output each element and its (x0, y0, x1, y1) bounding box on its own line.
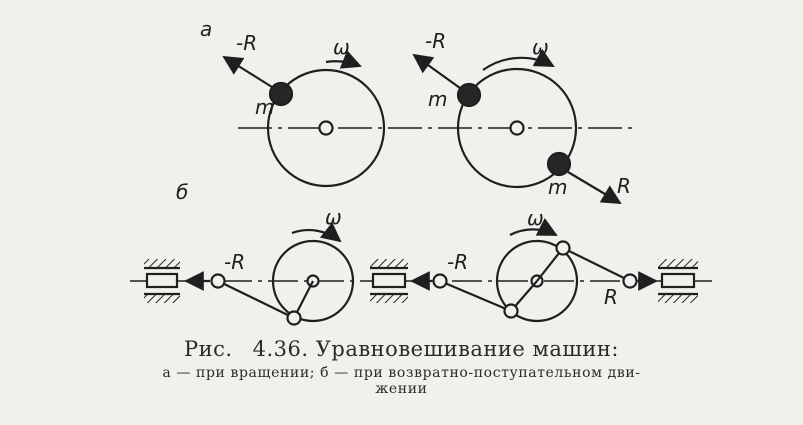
crank-pin-lower-b (503, 303, 519, 319)
slider-pin-middle-b (432, 273, 448, 289)
disk-right-hub (509, 120, 525, 136)
connecting-rod-left-b (217, 280, 295, 319)
rotation-arrow-left-a (325, 50, 362, 69)
crank-circle-left-b (271, 239, 355, 323)
caption-fig-prefix: Рис. (184, 337, 233, 361)
guide-left-b (144, 259, 180, 303)
rotation-arrow-left-b (291, 222, 342, 243)
label-r-right-b: R (604, 285, 618, 309)
label-minus-r-left-b: -R (224, 250, 246, 274)
label-m-left-a: m (255, 95, 275, 119)
force-minus-r-left-a (222, 55, 273, 88)
label-omega-left-b: ω (325, 205, 342, 229)
caption-subtitle: а — при вращении; б — при возвратно-пост… (0, 365, 803, 397)
label-part-a: a (200, 17, 213, 41)
label-minus-r-right-a: -R (425, 29, 447, 53)
crank-pin-left-b (286, 310, 302, 326)
label-omega-right-a: ω (532, 35, 549, 59)
slider-pin-left-b (210, 273, 226, 289)
rotation-arrow-right-b (509, 218, 558, 236)
connecting-rod-upper-b (562, 247, 631, 282)
label-minus-r-middle-b: -R (447, 250, 469, 274)
figure-caption: Рис. 4.36. Уравновешивание машин: а — при… (0, 337, 803, 397)
rotation-arrow-right-a (482, 48, 555, 71)
label-omega-right-b: ω (527, 206, 544, 230)
label-minus-r-left-a: -R (236, 31, 258, 55)
connecting-rod-lower-b (439, 279, 512, 313)
force-minus-r-right-a (412, 53, 461, 89)
disk-left-hub (318, 120, 334, 136)
force-r-right-a (567, 171, 622, 205)
caption-title-line: Рис. 4.36. Уравновешивание машин: (0, 337, 803, 361)
disk-left-a (266, 68, 386, 188)
label-m-bottom-right-a: m (548, 175, 568, 199)
label-r-right-a: R (617, 174, 631, 198)
caption-line-2: жении (375, 381, 428, 397)
guide-middle-b (370, 259, 408, 303)
caption-line-1: а — при вращении; б — при возвратно-пост… (162, 365, 641, 381)
guide-right-b (658, 259, 698, 303)
caption-title: Уравновешивание машин: (315, 337, 619, 361)
label-part-b: б (176, 180, 189, 204)
caption-fig-number: 4.36. (252, 337, 309, 361)
slider-pin-right-b (622, 273, 638, 289)
disk-right-a (456, 67, 578, 189)
mass-left-a (268, 81, 294, 107)
crank-circle-right-b (495, 239, 579, 323)
crank-pin-upper-b (555, 240, 571, 256)
mass-top-right-a (456, 82, 482, 108)
label-m-top-right-a: m (428, 87, 448, 111)
label-omega-left-a: ω (333, 35, 350, 59)
mass-bottom-right-a (546, 151, 572, 177)
